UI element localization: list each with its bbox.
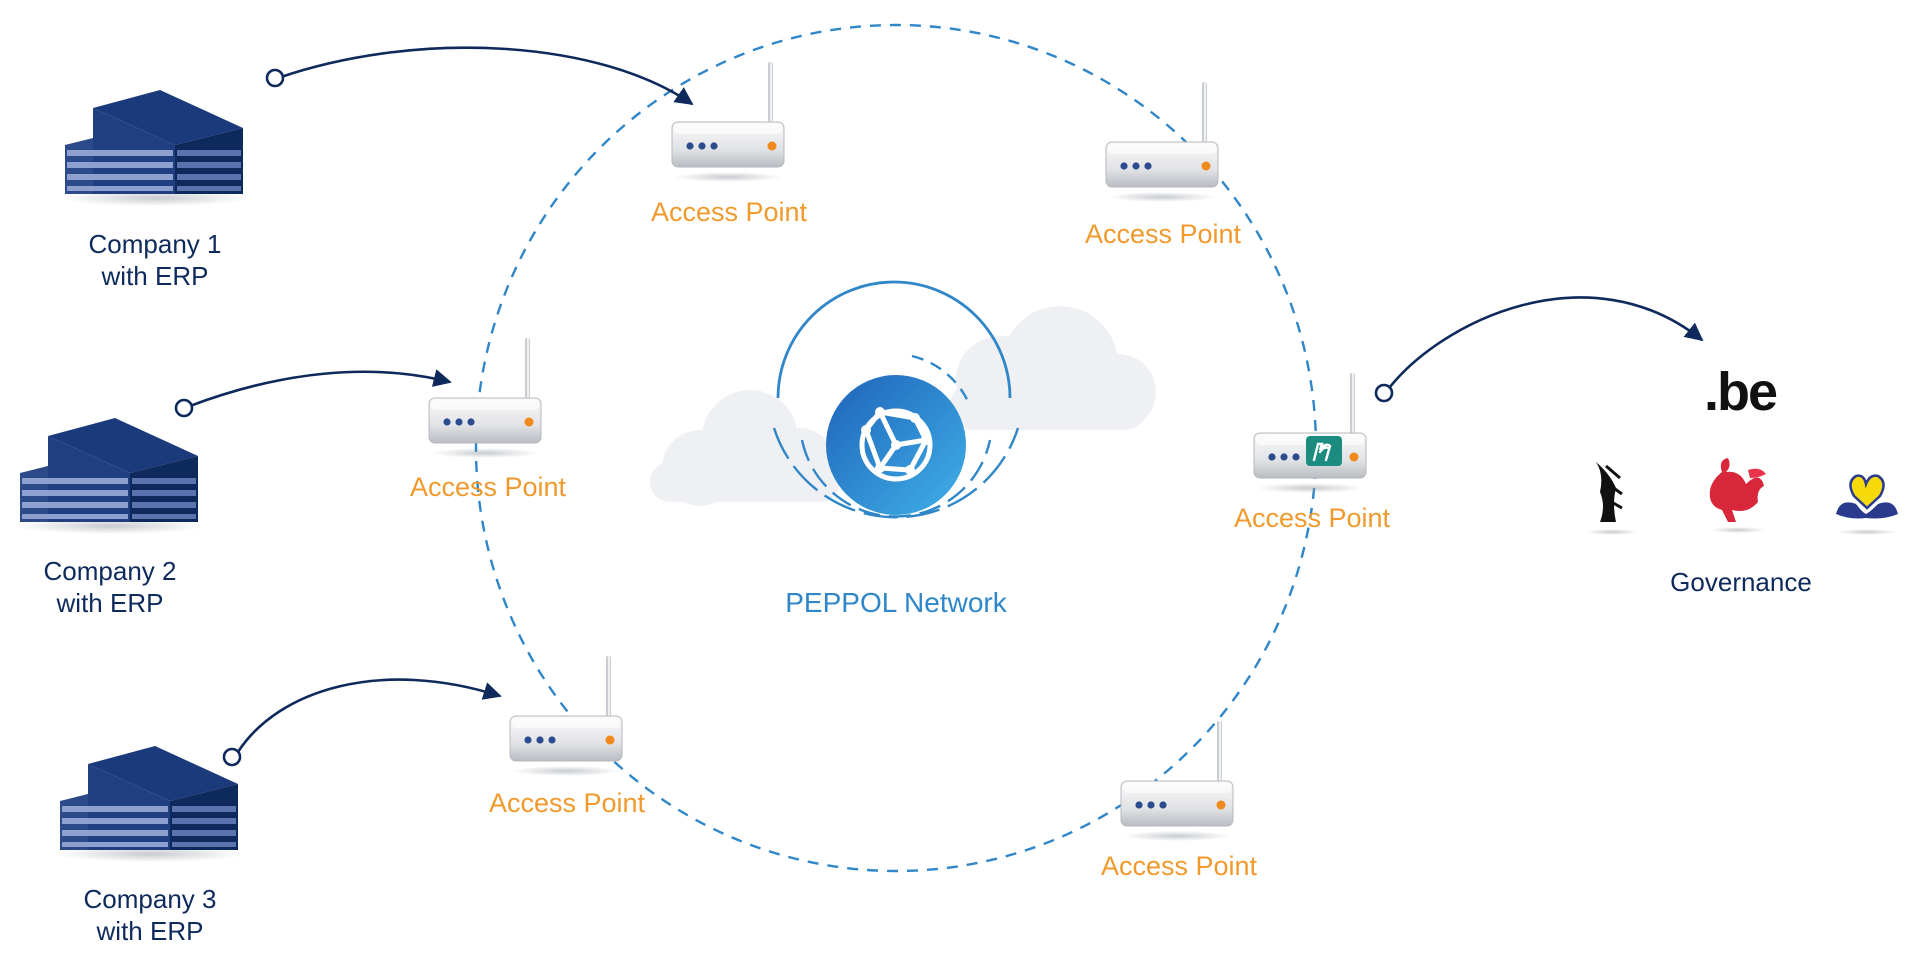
access-point-label: Access Point (650, 197, 808, 227)
access-point-router-icon (509, 655, 623, 777)
access-point-label: Access Point (1233, 503, 1391, 533)
flow-start-dot (1374, 383, 1394, 403)
flow-start-dot (265, 68, 285, 88)
company-building-icon (55, 746, 245, 862)
belgium-be-logo: .be (1703, 362, 1778, 422)
company-building-icon (15, 418, 205, 534)
access-point-router-icon (1120, 720, 1234, 842)
company-erp: with ERP (56, 588, 164, 618)
mercurius-logo-icon (1306, 436, 1342, 466)
flow-arrow (1384, 296, 1704, 393)
cloud-icon (650, 306, 1156, 506)
company-name: Company 2 (43, 556, 177, 586)
company-2-label: Company 2 with ERP (10, 555, 210, 619)
flow-start-dot (174, 398, 194, 418)
flow-start-dot (222, 747, 242, 767)
company-1-label: Company 1 with ERP (55, 228, 255, 292)
brussels-iris-icon (1836, 474, 1898, 535)
company-erp: with ERP (96, 916, 204, 946)
access-point-label: Access Point (1100, 851, 1258, 881)
access-point-router-icon (1253, 372, 1367, 494)
access-point-label: Access Point (488, 788, 646, 818)
flow-arrow (280, 46, 694, 106)
company-name: Company 1 (88, 229, 222, 259)
company-name: Company 3 (83, 884, 217, 914)
governance-label: Governance (1670, 567, 1812, 597)
flow-arrow (236, 678, 502, 753)
company-building-icon (60, 90, 250, 206)
flow-arrow (189, 369, 452, 408)
access-point-label: Access Point (409, 472, 567, 502)
peppol-network-label: PEPPOL Network (785, 587, 1007, 618)
walloon-rooster-icon (1709, 458, 1766, 533)
company-erp: with ERP (101, 261, 209, 291)
access-point-router-icon (428, 337, 542, 459)
access-point-router-icon (1105, 81, 1219, 203)
access-point-label: Access Point (1084, 219, 1242, 249)
peppol-network-icon (772, 280, 1020, 519)
flemish-lion-icon (1586, 462, 1638, 535)
company-3-label: Company 3 with ERP (50, 883, 250, 947)
